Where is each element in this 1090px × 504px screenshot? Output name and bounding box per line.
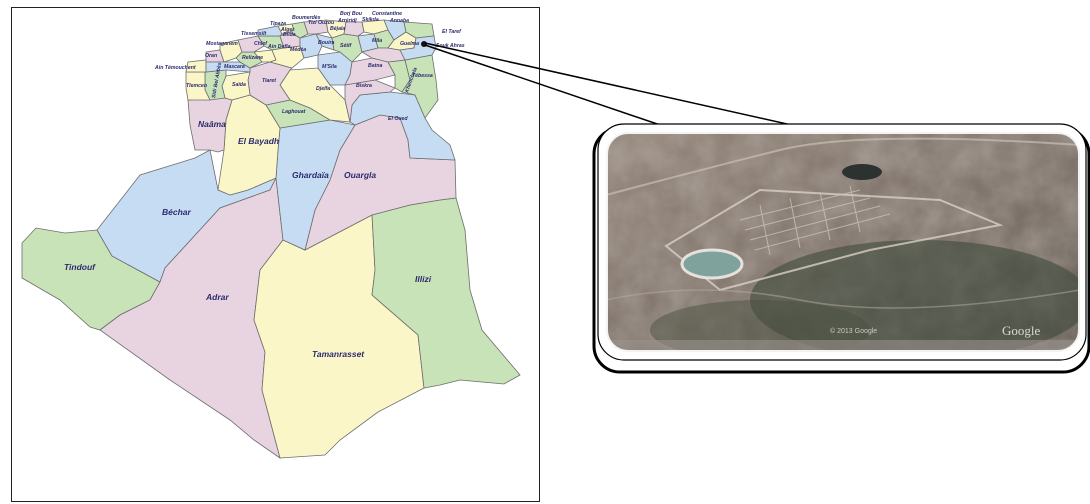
label-ain-defla: Ain Defla [267,44,291,50]
label-mascara: Mascara [224,64,245,70]
label-alger: Alger [280,27,295,33]
inset-watermark: © 2013 Google [830,327,877,335]
inset-imagery-credit: Google [1002,323,1041,338]
basins-grid [739,185,891,256]
label-arreridj: Arréridj [337,18,357,24]
label-tizi-ouzou: Tizi Ouzou [308,20,335,26]
callout-line-lower [424,44,670,129]
province-souk-ahras [399,35,437,61]
label-relizane: Relizane [242,55,263,61]
label-tindouf: Tindouf [64,262,96,272]
satellite-inset: © 2013 Google Google [592,123,1090,374]
province-tebessa [401,54,439,119]
label-illizi: Illizi [415,274,432,284]
province-jijel [343,21,365,37]
reservoir [842,164,882,180]
label-djelfa: Djelfa [316,86,330,92]
label-bejaia: Béjaïa [330,26,345,32]
round-basin [680,248,744,280]
label-constantine: Constantine [372,11,402,17]
province-mascara [205,61,251,73]
label-oran: Oran [205,53,217,59]
label-skikda: Skikda [362,17,379,23]
label-setif: Sétif [340,43,353,49]
label-tlemcen: Tlemcen [186,83,207,89]
label-saida: Saïda [232,82,246,88]
label-el-oued: El Oued [388,116,408,122]
provinces-layer [21,19,521,459]
label-el-taref: El Taref [442,29,462,35]
province-chlef [237,35,265,53]
label-annaba: Annaba [389,18,409,24]
label-biskra: Biskra [356,83,372,89]
label-msila: M'Sila [322,64,337,70]
label-batna: Batna [368,63,383,69]
label-ghardaia: Ghardaïa [292,170,329,180]
label-mila: Mila [372,38,382,44]
label-el-bayadh: El Bayadh [238,136,279,146]
label-borj-bou: Borj Bou [340,11,363,17]
label-tamanrasset: Tamanrasset [312,349,365,359]
label-mostaganem: Mostaganem [206,41,238,47]
label-boumerdes: Boumerdès [292,15,321,21]
road [606,137,1080,196]
credit-bar [606,340,1080,352]
label-souk-ahras: Souk Ahras [436,43,465,49]
labels-north: Boumerdès Borj Bou Constantine Tipaza Ar… [154,11,465,99]
labels-large: Naâma El Bayadh Ghardaïa Ouargla Béchar … [64,64,432,359]
label-chlef: Chlef [254,41,268,47]
label-bechar: Béchar [162,207,192,217]
road-2 [606,289,1080,309]
label-naama: Naâma [198,119,226,129]
label-ain-temouchent: Ain Témouchent [154,65,196,71]
label-tiaret: Tiaret [262,78,276,84]
province-biskra [344,79,396,123]
label-blida: Blida [283,32,296,38]
label-adrar: Adrar [205,292,229,302]
label-tebessa: Tébessa [412,73,433,79]
label-ouargla: Ouargla [344,170,376,180]
label-bouira: Bouira [318,40,335,46]
label-tipaza: Tipaza [270,21,286,27]
province-tizi-ouzou [303,19,329,35]
inset-frame-inner [604,130,1082,354]
callout-line-upper [424,42,797,127]
label-medea: Médéa [290,47,306,53]
label-laghouat: Laghouat [282,109,306,115]
label-guelma: Guelma [400,41,419,47]
label-tissemsilt: Tissemsilt [241,31,267,37]
province-tipaza [257,25,283,37]
